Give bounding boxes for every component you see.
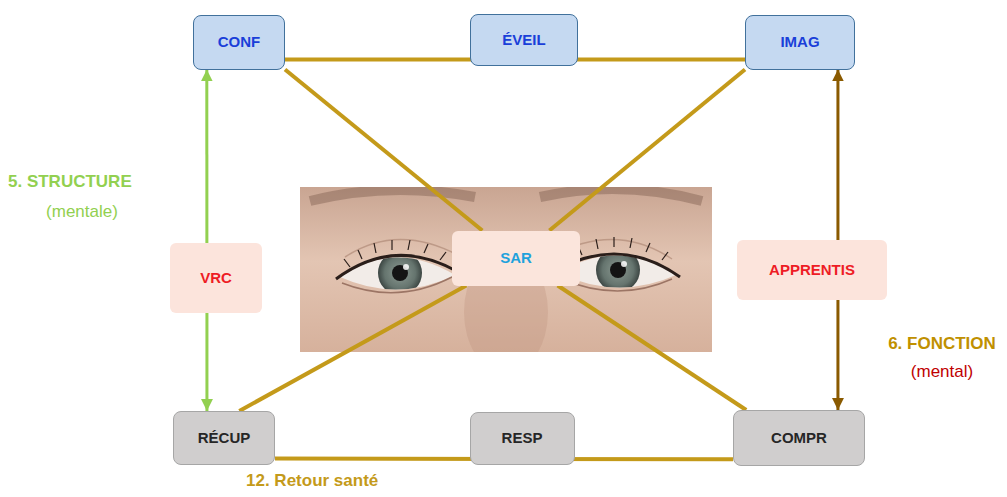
connector-line [205, 70, 208, 412]
outcome-box: RÉCUP [173, 411, 275, 465]
connector-line [549, 70, 745, 231]
outcome-box: COMPR [733, 410, 865, 466]
tag-box: APPRENTIS [737, 240, 887, 300]
center-box: SAR [452, 231, 580, 286]
box-label: VRC [200, 269, 232, 287]
connector-line [285, 70, 482, 231]
box-label: IMAG [780, 33, 819, 51]
connector-line [239, 286, 466, 412]
box-label: APPRENTIS [769, 261, 855, 279]
tag-box: VRC [170, 243, 262, 313]
box-label: ÉVEIL [502, 31, 545, 49]
concept-box: ÉVEIL [470, 14, 578, 66]
axis-sublabel: (mental) [911, 362, 973, 382]
box-label: RÉCUP [198, 429, 251, 447]
box-label: RESP [502, 429, 543, 447]
axis-label: 6. FONCTION [888, 334, 996, 354]
box-label: SAR [500, 249, 532, 267]
axis-label: 5. STRUCTURE [8, 172, 132, 192]
concept-box: IMAG [745, 15, 855, 70]
box-label: COMPR [771, 429, 827, 447]
outcome-box: RESP [470, 412, 575, 465]
outcome-label: 12. Retour santé [246, 471, 378, 491]
concept-box: CONF [193, 15, 285, 70]
box-label: CONF [218, 33, 261, 51]
connector-line [558, 286, 747, 411]
axis-sublabel: (mentale) [46, 202, 118, 222]
